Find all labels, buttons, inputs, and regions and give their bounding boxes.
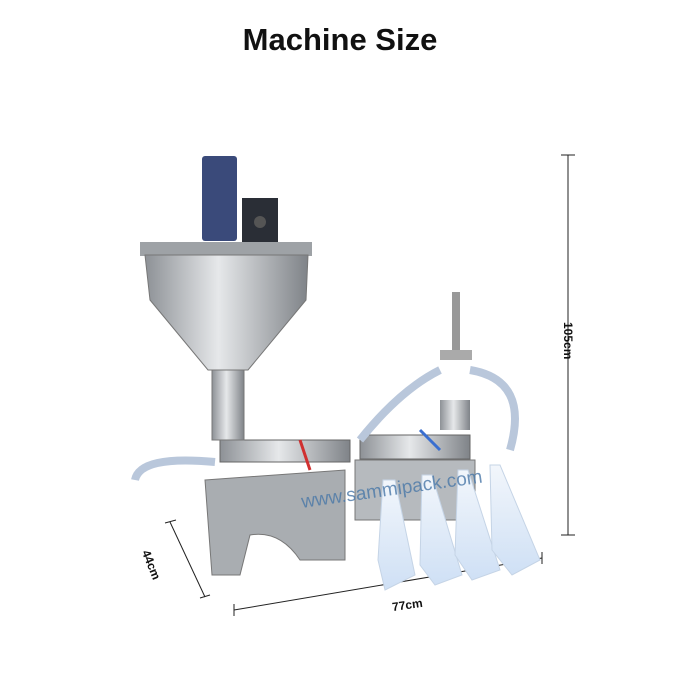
motor [202,156,237,241]
page-title: Machine Size [242,22,438,57]
valve-block [354,459,476,521]
hopper [144,254,309,371]
height-dimension-line [561,154,575,536]
pouches [377,464,541,591]
machine-base [204,469,346,576]
height-label: 105cm [561,322,575,360]
hopper-lid [140,242,312,256]
depth-dimension-line [164,519,211,599]
